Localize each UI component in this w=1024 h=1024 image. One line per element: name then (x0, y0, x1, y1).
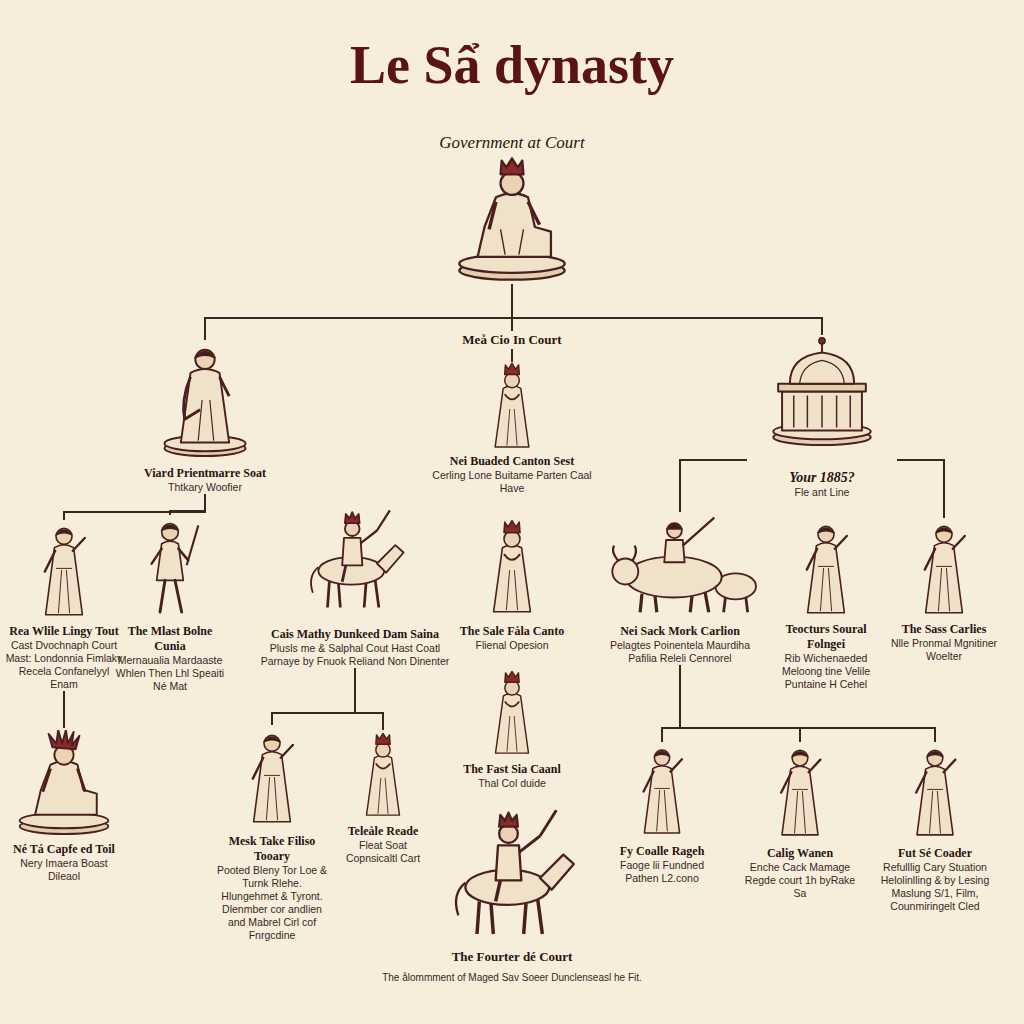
minister-figure (164, 350, 245, 456)
tree-connector (897, 460, 944, 518)
robed-figure (45, 528, 85, 614)
figure-node: Government at Court (402, 132, 622, 284)
node-name: The Mlast Bolne Cunia (115, 624, 225, 654)
figure-node: The Mlast Bolne CuniaMernaualia Mardaast… (115, 515, 225, 693)
node-name: Calig Wanen (740, 846, 860, 861)
diagram-caption: The ålommment of Maged Sav Soeer Dunclen… (212, 971, 812, 984)
node-description: Pooted Bleny Tor Loe & Turnk Rlehe. Hlun… (213, 864, 331, 942)
figure-node: Nei Buaded Canton SestCerling Lone Buita… (427, 362, 597, 495)
tree-connector (63, 691, 65, 728)
node-name: Your 1885? (747, 469, 897, 486)
node-description: Enche Cack Mamage Regde court 1h byRake … (740, 861, 860, 900)
warrior-figure (152, 524, 199, 612)
node-name: The Sass Carlies (882, 622, 1006, 637)
crowned-figure (495, 363, 529, 447)
node-description: Nery Imaera Boast Dileaol (4, 857, 124, 883)
node-name: Fy Coalle Rageh (602, 844, 722, 859)
figure-node: Fut Sé CoaderRefulllig Cary Stuation Hel… (865, 742, 1005, 913)
horse-rider-figure (456, 810, 574, 934)
node-name: Mesk Take Filiso Tooary (213, 834, 331, 864)
figure-node: Né Tá Capfe ed ToilNery Imaera Boast Dil… (4, 728, 124, 883)
figure-node: The Sale Fåla CantoFlienal Opesion (432, 515, 592, 652)
node-description: Fleat Soat Copnsicaltl Cart (335, 839, 431, 865)
node-description: Mernaualia Mardaaste Whlen Then Lhl Spea… (115, 654, 225, 693)
node-description: Fle ant Line (747, 486, 897, 499)
node-description: Cerling Lone Buitame Parten Caal Have (427, 469, 597, 495)
tree-connector (170, 494, 205, 515)
node-description: Flienal Opesion (432, 639, 592, 652)
figure-node: Viard Prientmarre SoatThtkary Woofier (115, 340, 295, 494)
node-name: Né Tá Capfe ed Toil (4, 842, 124, 857)
crowned-figure (494, 521, 531, 612)
tree-connector (662, 665, 680, 742)
figure-node: Calig WanenEnche Cack Mamage Regde court… (740, 742, 860, 900)
figure-node: The Sass CarliesNlle Pronmal Mgnitiner W… (882, 518, 1006, 663)
edge-label: Meå Cio In Court (458, 331, 565, 349)
figure-node: Fy Coalle RagehFaoge lii Fundned Pathen … (602, 742, 722, 885)
figure-node: Your 1885?Fle ant Line (747, 335, 897, 499)
horse-rider-figure (311, 510, 404, 607)
pavilion-figure (773, 338, 870, 445)
node-name: The Fourter dé Court (432, 949, 592, 965)
node-description: Refulllig Cary Stuation Helolinlling & b… (865, 861, 1005, 913)
node-description: Faoge lii Fundned Pathen L2.cono (602, 859, 722, 885)
tree-connector (64, 494, 205, 520)
node-description: Thtkary Woofier (115, 481, 295, 494)
node-name: Rea Wlile Lingy Tout (4, 624, 124, 639)
tree-connector (680, 460, 747, 512)
bull-rider-figure (612, 518, 756, 613)
node-name: Government at Court (402, 132, 622, 154)
figure-node: The Fourter dé Court (432, 798, 592, 965)
node-name: Nei Sack Mork Carlion (595, 624, 765, 639)
figure-node: Rea Wlile Lingy ToutCast Dvochnaph Court… (4, 520, 124, 691)
node-name: Nei Buaded Canton Sest (427, 454, 597, 469)
node-name: Teleåle Reade (335, 824, 431, 839)
node-description: Cast Dvochnaph Court Mast: Londonnia Fim… (4, 639, 124, 691)
node-name: Cais Mathy Dunkeed Dam Saina (260, 627, 450, 642)
node-name: The Fast Sia Caanl (442, 762, 582, 777)
node-description: Rib Wichenaeded Meloong tine Velile Punt… (771, 652, 881, 691)
seated-chief-figure (20, 730, 109, 834)
robed-figure (253, 735, 293, 821)
robed-figure (916, 750, 955, 835)
robed-figure (807, 526, 847, 612)
diagram-title: Le Sẩ dynasty (0, 34, 1024, 96)
figure-node: Teocturs Soural FolngeiRib Wichenaeded M… (771, 518, 881, 691)
figure-node: The Fast Sia CaanlThal Col duide (442, 668, 582, 790)
figure-node: Cais Mathy Dunkeed Dam SainaPlusls me & … (260, 495, 450, 668)
node-name: The Sale Fåla Canto (432, 624, 592, 639)
node-description: Pelagtes Poinentela Maurdiha Pafilia Rel… (595, 639, 765, 665)
crowned-figure (496, 671, 529, 753)
crowned-figure (367, 733, 400, 815)
figure-node: Nei Sack Mork CarlionPelagtes Poinentela… (595, 512, 765, 665)
figure-node: Mesk Take Filiso TooaryPooted Bleny Tor … (213, 725, 331, 942)
node-description: Thal Col duide (442, 777, 582, 790)
tree-connector (512, 284, 822, 335)
tree-connector (272, 668, 355, 725)
node-name: Teocturs Soural Folngei (771, 622, 881, 652)
robed-figure (644, 750, 682, 833)
node-description: Plusls me & Salphal Cout Hast Coatl Parn… (260, 642, 450, 668)
tree-connector (355, 668, 383, 730)
node-name: Viard Prientmarre Soat (115, 466, 295, 481)
figure-node: Teleåle ReadeFleat Soat Copnsicaltl Cart (335, 730, 431, 865)
king-figure (459, 158, 564, 279)
node-name: Fut Sé Coader (865, 846, 1005, 861)
node-description: Nlle Pronmal Mgnitiner Woelter (882, 637, 1006, 663)
robed-figure (781, 750, 820, 835)
robed-figure (925, 526, 965, 612)
